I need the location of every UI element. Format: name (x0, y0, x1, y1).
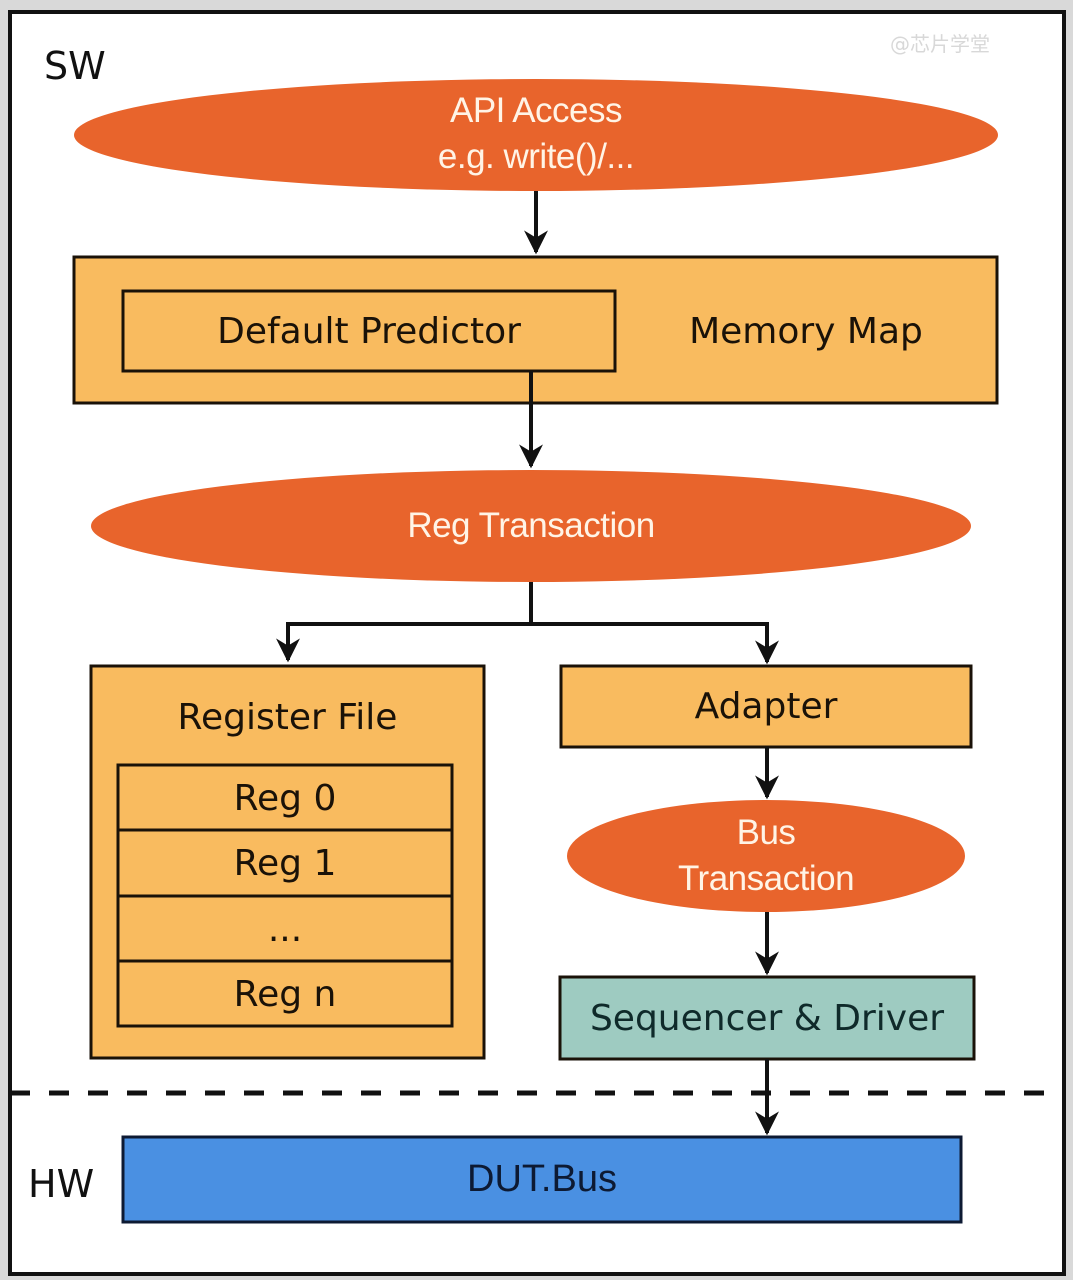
bus-transaction-line2: Transaction (677, 859, 855, 898)
api-access-example: e.g. write()/... (437, 137, 635, 176)
dut-bus-box (121, 1135, 963, 1224)
watermark: @芯片学堂 (890, 32, 990, 56)
edge-reg-transaction-to-adapter-path (531, 622, 769, 640)
sequencer-driver-box (558, 975, 976, 1061)
api-access-title: API Access (449, 91, 623, 130)
hw-region-label: HW (28, 1162, 95, 1206)
register-item: Reg 1 (233, 842, 337, 884)
api-access-label: API Access e.g. write()/... (74, 86, 998, 182)
api-access-ellipse (74, 79, 998, 191)
register-item-ellipsis: ... (267, 908, 303, 950)
bus-transaction-ellipse (567, 800, 965, 912)
register-item: Reg n (233, 973, 337, 1015)
register-file-title: Register File (177, 696, 398, 738)
sw-region-label: SW (44, 44, 106, 88)
sequencer-driver-label: Sequencer & Driver (589, 997, 945, 1039)
edge-reg-transaction-split (288, 582, 533, 626)
dut-bus-label: DUT.Bus (467, 1158, 617, 1200)
default-predictor-label: Default Predictor (217, 310, 521, 352)
bus-transaction-line1: Bus (736, 813, 796, 852)
reg-transaction-ellipse (91, 470, 971, 582)
memory-map-label: Memory Map (689, 310, 923, 352)
bus-transaction-label: Bus Transaction (567, 808, 965, 904)
adapter-label: Adapter (694, 686, 838, 727)
register-item: Reg 0 (233, 777, 337, 819)
adapter-box (559, 664, 973, 749)
default-predictor-box (121, 289, 617, 373)
reg-transaction-label: Reg Transaction (407, 506, 655, 545)
